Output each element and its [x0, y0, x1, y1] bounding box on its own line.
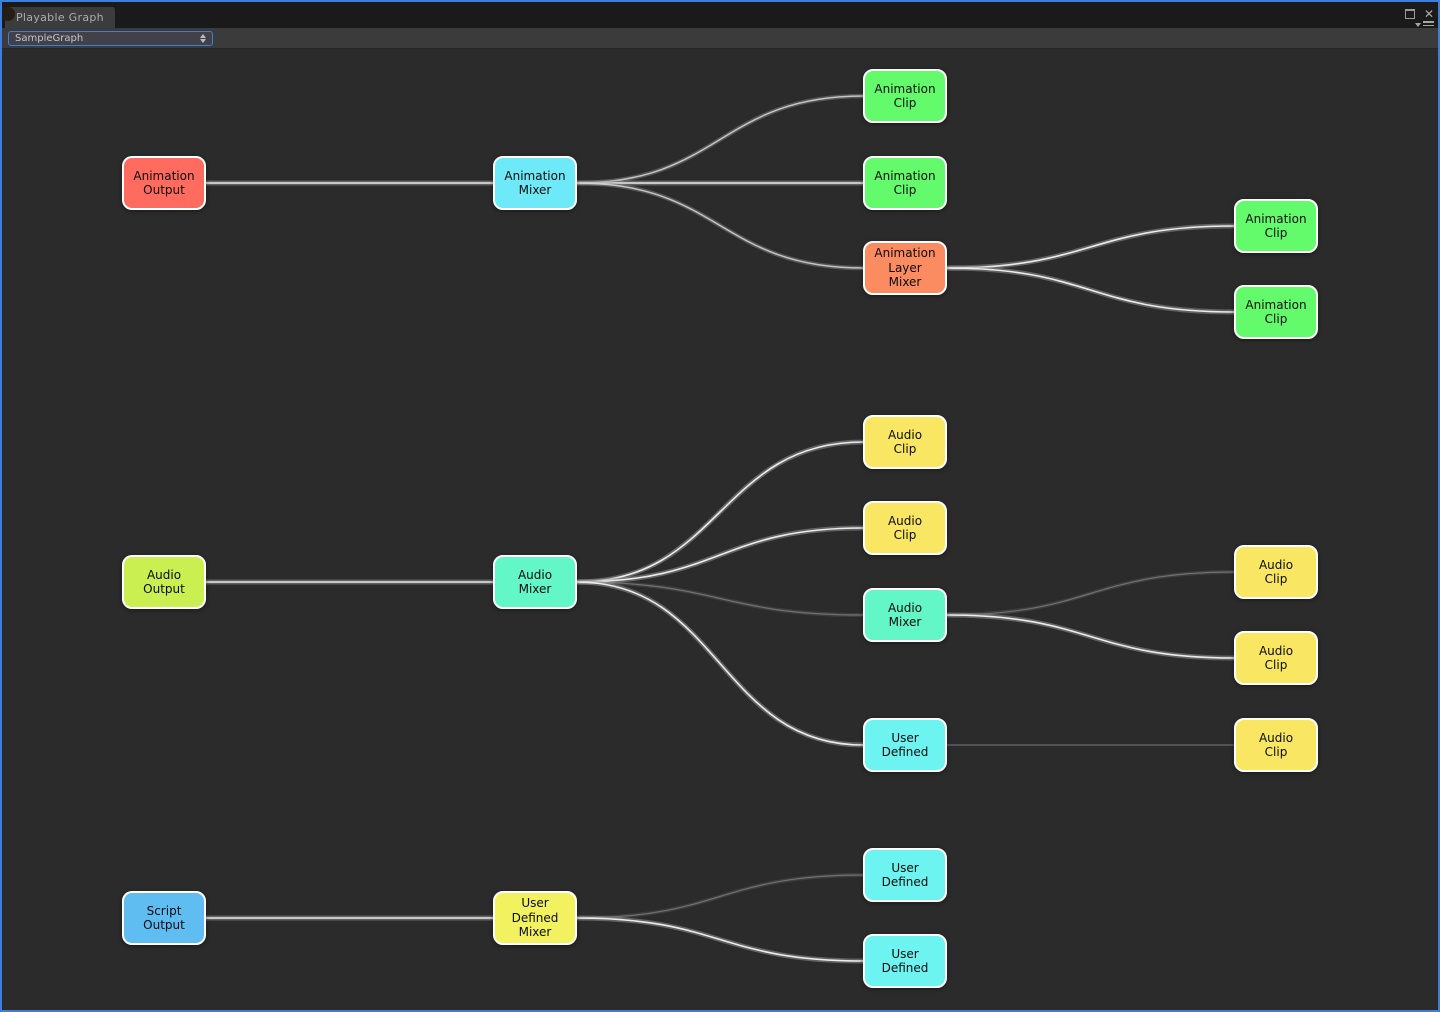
close-window-icon[interactable]: ✕ [1423, 7, 1434, 21]
node-audio-clip-5[interactable]: Audio Clip [1234, 718, 1318, 772]
tab-bar: Playable Graph ✕ [0, 0, 1440, 30]
node-animation-clip-1[interactable]: Animation Clip [863, 69, 947, 123]
node-audio-clip-4[interactable]: Audio Clip [1234, 631, 1318, 685]
edge-animation-mixer-to-animation-layer-mixer [576, 182, 864, 269]
node-user-defined-3[interactable]: User Defined [863, 934, 947, 988]
restore-window-icon[interactable] [1404, 9, 1415, 19]
node-audio-clip-2[interactable]: Audio Clip [863, 501, 947, 555]
node-audio-clip-1[interactable]: Audio Clip [863, 415, 947, 469]
edge-user-defined-mixer-to-user-defined-3 [576, 917, 864, 962]
edge-audio-mixer-2-to-audio-clip-3 [946, 571, 1235, 616]
edge-animation-layer-mixer-to-animation-clip-4 [946, 267, 1235, 313]
edge-audio-mixer-1-to-audio-clip-2 [576, 527, 864, 583]
node-user-defined-mixer[interactable]: User Defined Mixer [493, 891, 577, 945]
node-animation-mixer[interactable]: Animation Mixer [493, 156, 577, 210]
node-animation-clip-4[interactable]: Animation Clip [1234, 285, 1318, 339]
node-animation-output[interactable]: Animation Output [122, 156, 206, 210]
node-audio-mixer-1[interactable]: Audio Mixer [493, 555, 577, 609]
edge-audio-mixer-1-to-audio-mixer-2 [576, 580, 864, 617]
edge-audio-mixer-1-to-user-defined-1 [576, 581, 864, 746]
node-user-defined-2[interactable]: User Defined [863, 848, 947, 902]
caret-down-icon [1415, 23, 1421, 28]
node-audio-mixer-2[interactable]: Audio Mixer [863, 588, 947, 642]
dropdown-updown-arrows-icon [200, 34, 206, 43]
cursor-dot [1, 7, 15, 21]
edge-audio-mixer-2-to-audio-clip-4 [946, 614, 1235, 659]
node-script-output[interactable]: Script Output [122, 891, 206, 945]
graph-selector-dropdown[interactable]: SampleGraph [8, 31, 213, 46]
node-animation-clip-3[interactable]: Animation Clip [1234, 199, 1318, 253]
node-audio-clip-3[interactable]: Audio Clip [1234, 545, 1318, 599]
graph-selector-value: SampleGraph [15, 33, 84, 44]
toolbar: SampleGraph [0, 28, 1440, 49]
edge-animation-mixer-to-animation-clip-1 [576, 95, 864, 184]
node-audio-output[interactable]: Audio Output [122, 555, 206, 609]
node-animation-layer-mixer[interactable]: Animation Layer Mixer [863, 241, 947, 295]
node-animation-clip-2[interactable]: Animation Clip [863, 156, 947, 210]
tab-playable-graph[interactable]: Playable Graph [5, 7, 115, 28]
edge-audio-mixer-1-to-audio-mixer-2 [576, 581, 864, 616]
edge-animation-layer-mixer-to-animation-clip-3 [946, 225, 1235, 269]
edge-audio-mixer-1-to-audio-clip-1 [576, 441, 864, 583]
node-user-defined-1[interactable]: User Defined [863, 718, 947, 772]
edge-user-defined-mixer-to-user-defined-2 [576, 874, 864, 919]
edge-user-defined-mixer-to-user-defined-2 [576, 873, 864, 920]
edge-audio-mixer-2-to-audio-clip-3 [946, 570, 1235, 617]
